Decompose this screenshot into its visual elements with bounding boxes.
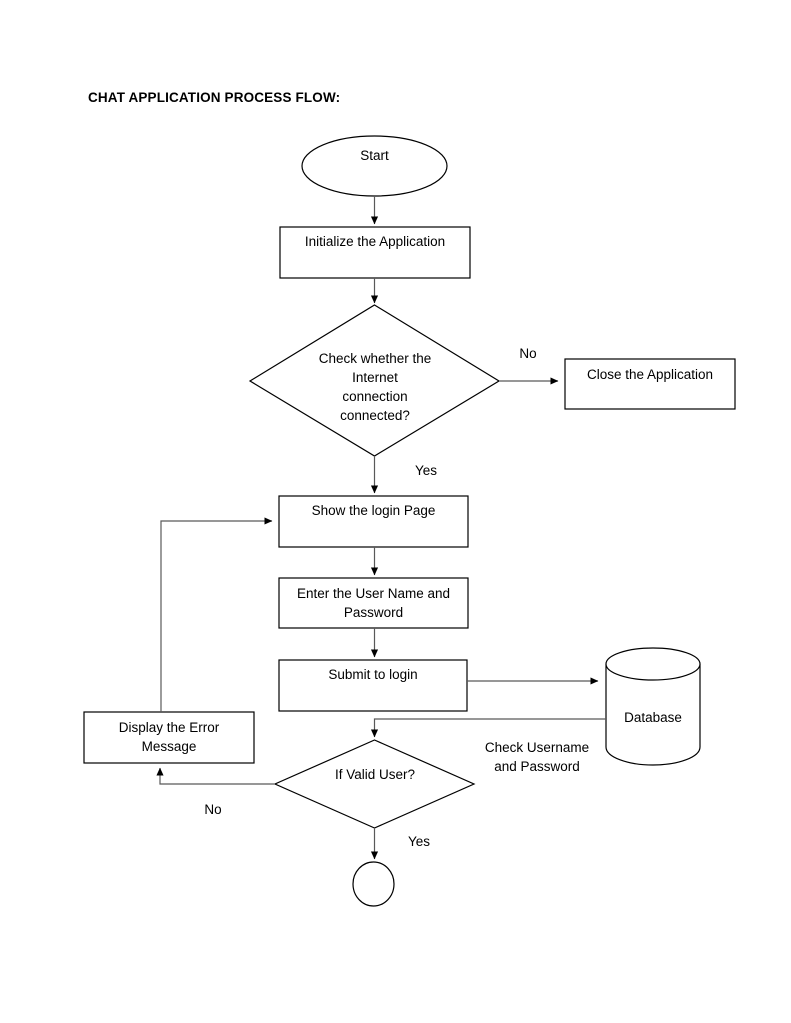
node-submit-login-shape [278,659,468,712]
edge-label-no-valid: No [204,802,222,817]
edge-database-to-valid [370,718,606,738]
edge-error-to-login [160,517,273,712]
node-show-login-label: Show the login Page [311,503,436,518]
edge-label-no-internet: No [519,346,537,361]
node-end-shape [352,861,395,907]
node-display-error-shape [83,711,255,764]
node-database-label: Database [624,710,682,725]
node-if-valid-user-shape [273,739,476,829]
node-init-label: Initialize the Application [304,234,446,249]
node-start-shape [301,135,448,197]
node-display-error-label: Display the Error Message [118,720,220,754]
edge-label-yes-internet: Yes [414,463,438,478]
node-init-shape [279,226,471,279]
node-database-top [605,647,701,681]
node-show-login-shape [278,495,469,548]
page-title: CHAT APPLICATION PROCESS FLOW: [88,90,341,105]
node-enter-creds-shape [278,577,469,629]
edge-valid-to-error [156,767,275,785]
node-close-app-label: Close the Application [586,367,714,382]
node-close-app-shape [564,358,736,410]
node-start-label: Start [360,148,389,163]
edge-label-yes-valid: Yes [407,834,431,849]
node-database-body [605,664,701,766]
edge-label-check-credentials: Check Username and Password [484,740,590,774]
node-enter-creds-label: Enter the User Name and Password [296,586,451,620]
node-submit-login-label: Submit to login [328,667,418,682]
node-if-valid-user-label: If Valid User? [334,767,416,782]
node-check-internet-label: Check whether the Internet connection co… [318,351,432,423]
